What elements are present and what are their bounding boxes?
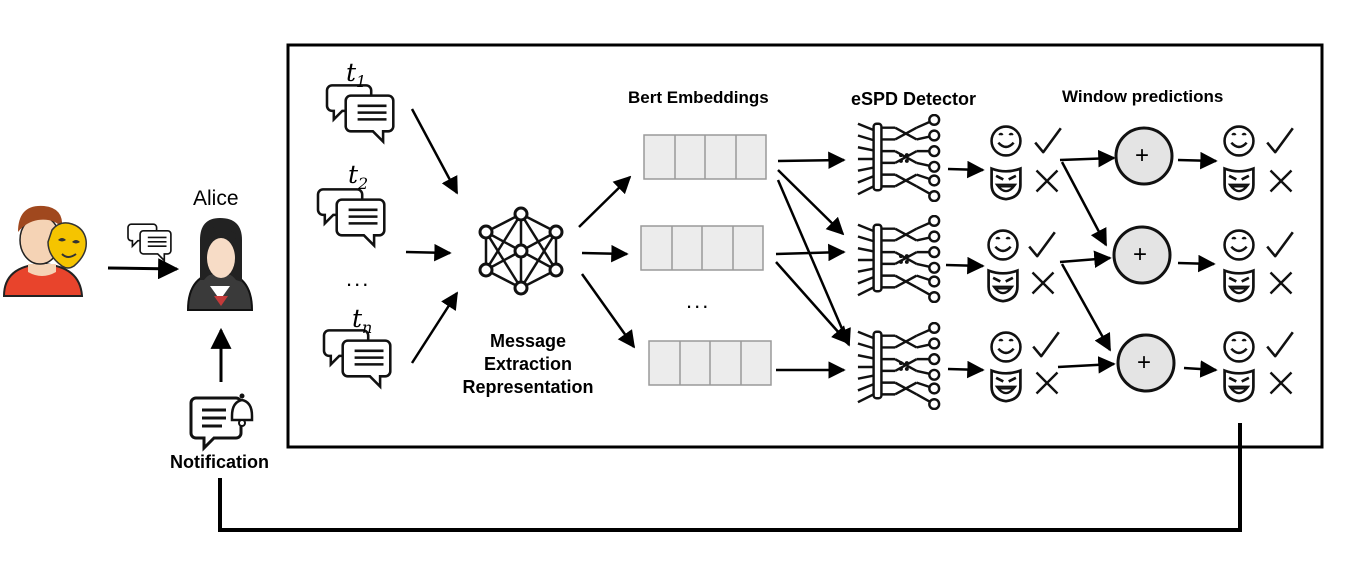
neural-network-icon	[856, 215, 941, 303]
smiley-face-icon	[990, 331, 1022, 363]
cross-icon	[1035, 169, 1059, 193]
embeddings-label: Bert Embeddings	[628, 88, 769, 107]
feedback-connector	[218, 423, 1242, 532]
aggregation-node	[1112, 126, 1176, 393]
notification-bell-icon	[189, 393, 254, 452]
detector-label: eSPD Detector	[851, 89, 977, 109]
check-icon	[1033, 126, 1063, 154]
cross-icon	[1269, 169, 1293, 193]
plus-symbol: +	[1135, 142, 1150, 169]
check-icon	[1031, 330, 1061, 358]
cross-icon	[1269, 271, 1293, 295]
evil-face-icon	[987, 269, 1019, 303]
evil-face-icon	[1223, 269, 1255, 303]
embedding-vector	[640, 225, 764, 271]
user-avatar-icon	[186, 218, 254, 311]
notification-label: Notification	[170, 452, 269, 472]
check-icon	[1265, 330, 1295, 358]
evil-face-icon	[1223, 167, 1255, 201]
window-predictions-label: Window predictions	[1062, 87, 1224, 106]
cross-icon	[1035, 371, 1059, 395]
graph-network-icon	[478, 206, 564, 296]
extraction-label-line2: Extraction	[483, 354, 573, 374]
plus-symbol: +	[1133, 241, 1148, 268]
embedding-vector	[643, 134, 767, 180]
extraction-label-line1: Message	[489, 331, 567, 351]
cross-icon	[1269, 371, 1293, 395]
chat-bubbles-icon	[127, 223, 172, 262]
cross-icon	[1031, 271, 1055, 295]
evil-face-icon	[1223, 369, 1255, 403]
predator-icon	[2, 205, 87, 297]
message-step-label: t1	[346, 58, 367, 91]
message-chat-icon	[325, 84, 395, 143]
embedding-vector	[648, 340, 772, 386]
message-step-label: tn	[352, 304, 373, 337]
neural-network-icon	[856, 114, 941, 202]
smiley-face-icon	[990, 125, 1022, 157]
window-prediction	[1223, 125, 1295, 403]
pipeline-frame	[286, 43, 1324, 449]
evil-face-icon	[990, 167, 1022, 201]
check-icon	[1027, 230, 1057, 258]
smiley-face-icon	[1223, 331, 1255, 363]
detector-prediction	[987, 125, 1063, 403]
check-icon	[1265, 126, 1295, 154]
message-chat-icon	[316, 188, 386, 247]
smiley-face-icon	[1223, 229, 1255, 261]
message-chat-icon	[322, 329, 392, 388]
smiley-face-icon	[987, 229, 1019, 261]
plus-symbol: +	[1137, 349, 1152, 376]
evil-face-icon	[990, 369, 1022, 403]
extraction-label-line3: Representation	[462, 377, 594, 397]
message-step-label: t2	[348, 160, 369, 193]
smiley-face-icon	[1223, 125, 1255, 157]
neural-network-icon	[856, 322, 941, 410]
message-ellipsis: ...	[346, 266, 371, 291]
check-icon	[1265, 230, 1295, 258]
user-label: Alice	[193, 187, 239, 210]
embedding-ellipsis: ...	[686, 288, 711, 313]
